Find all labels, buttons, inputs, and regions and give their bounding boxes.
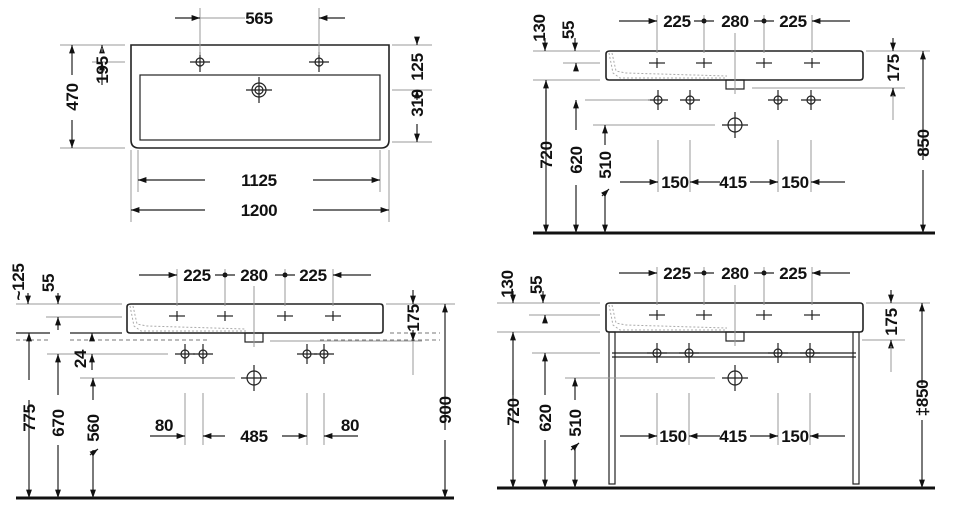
dim-right: 175 bbox=[882, 308, 901, 335]
slope-arrow bbox=[570, 442, 580, 451]
dim-depth: 470 bbox=[63, 83, 82, 110]
dim-bottom: 80 bbox=[341, 416, 359, 435]
basin-bowl-hidden bbox=[611, 52, 728, 77]
slope-arrow bbox=[600, 188, 610, 198]
dim-top: 225 bbox=[663, 264, 690, 283]
dim-overall-width: 1200 bbox=[241, 201, 278, 220]
dim-left: 130 bbox=[530, 14, 549, 41]
dim-right: ‡850 bbox=[913, 380, 932, 417]
dim-bottom: 150 bbox=[781, 173, 808, 192]
dim-hole-spacing: 565 bbox=[245, 9, 272, 28]
basin-bowl-hidden bbox=[132, 305, 247, 330]
dim-left: 55 bbox=[39, 274, 58, 292]
drain-inner bbox=[254, 85, 264, 95]
dim-top: 225 bbox=[779, 12, 806, 31]
basin-bowl bbox=[139, 74, 381, 141]
dim-right: 175 bbox=[884, 54, 903, 81]
dim-left: 55 bbox=[559, 21, 578, 39]
dim-left: 560 bbox=[84, 414, 103, 441]
dim-left: 55 bbox=[527, 276, 546, 294]
slope-arrow bbox=[89, 448, 99, 457]
dim-left: 670 bbox=[49, 409, 68, 436]
dim-bottom: 150 bbox=[661, 173, 688, 192]
dim-top: 280 bbox=[240, 266, 267, 285]
top-view-labels: 565 470 195 125 310 1125 1200 bbox=[63, 9, 427, 220]
dim-right: 850 bbox=[914, 129, 933, 156]
dim-left: 510 bbox=[566, 409, 585, 436]
dim-left: 510 bbox=[596, 151, 615, 178]
dim-tap-hole-offset: 195 bbox=[93, 56, 112, 83]
frame-leg bbox=[608, 331, 616, 485]
dim-top: 225 bbox=[663, 12, 690, 31]
dim-left: ~125 bbox=[9, 263, 28, 300]
dim-right: 175 bbox=[404, 304, 423, 331]
basin-bowl-hidden bbox=[129, 305, 247, 332]
dim-top: 225 bbox=[779, 264, 806, 283]
dim-left: 720 bbox=[504, 398, 523, 425]
dim-left: 24 bbox=[71, 349, 90, 368]
basin-side bbox=[126, 303, 384, 334]
frame-view-850-labels: 225 280 225 130 55 720 620 510 175 ‡850 … bbox=[498, 264, 932, 446]
dim-left: 130 bbox=[498, 270, 517, 297]
dim-left: 720 bbox=[537, 141, 556, 168]
dim-top: 225 bbox=[299, 266, 326, 285]
basin-bowl-hidden bbox=[608, 52, 726, 79]
wall-view-850-labels: 225 280 225 130 55 720 620 510 175 850 1… bbox=[530, 12, 933, 192]
dim-top: 225 bbox=[183, 266, 210, 285]
dim-bottom: 485 bbox=[240, 427, 267, 446]
dim-drain-to-front: 310 bbox=[408, 89, 427, 116]
dim-bottom: 415 bbox=[719, 427, 746, 446]
basin-bowl-hidden bbox=[611, 304, 728, 329]
dim-left: 620 bbox=[567, 146, 586, 173]
dim-rim-to-drain: 125 bbox=[408, 53, 427, 80]
dim-left: 620 bbox=[536, 404, 555, 431]
dim-top: 280 bbox=[721, 264, 748, 283]
drawing-geometry bbox=[16, 8, 935, 500]
dim-inner-width: 1125 bbox=[241, 171, 277, 190]
dim-bottom: 150 bbox=[781, 427, 808, 446]
wall-view-900-labels: 225 280 225 ~125 55 24 775 670 560 175 9… bbox=[9, 263, 455, 446]
dim-bottom: 415 bbox=[719, 173, 746, 192]
dim-bottom: 80 bbox=[155, 416, 173, 435]
dim-top: 280 bbox=[721, 12, 748, 31]
basin-bowl-hidden bbox=[608, 304, 726, 331]
dim-left: 775 bbox=[20, 404, 39, 431]
frame-leg bbox=[852, 331, 860, 485]
dim-bottom: 150 bbox=[659, 427, 686, 446]
dim-right: 900 bbox=[436, 396, 455, 423]
